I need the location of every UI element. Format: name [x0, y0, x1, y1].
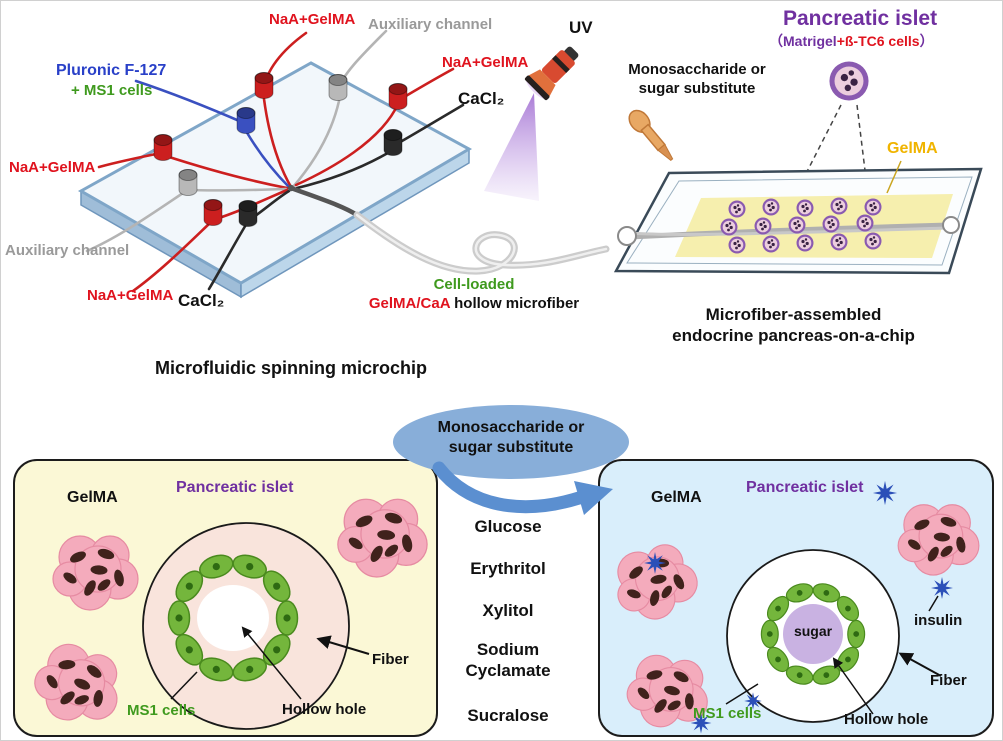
- label-cacl2-bottom: CaCl₂: [178, 291, 225, 310]
- label-insulin: insulin: [914, 612, 963, 629]
- chip-title: Microfluidic spinning microchip: [154, 358, 427, 378]
- fiber-arrow-left: [316, 635, 370, 655]
- fiber-loop-right: [942, 216, 960, 234]
- label-naa-gelma-bottom: NaA+GelMA: [87, 287, 174, 304]
- comparison-illustration: [24, 405, 980, 736]
- label-naa-gelma-right: NaA+GelMA: [442, 54, 529, 71]
- hollow-hole-arrow-left: [241, 626, 302, 700]
- islet-cluster: [897, 504, 980, 576]
- islet-cluster: [337, 498, 428, 578]
- right-fiber-cross-section: [726, 549, 900, 723]
- sugar-xylitol: Xylitol: [482, 601, 534, 620]
- ms1-pointer-left: [170, 671, 198, 700]
- port-auxiliary-1: [328, 74, 348, 101]
- sugar-glucose: Glucose: [474, 517, 542, 536]
- stimulus-arrow: [432, 461, 613, 515]
- label-ms1-cells-inlet: + MS1 cells: [71, 82, 153, 99]
- label-gelma-chip: GelMA: [887, 140, 938, 157]
- hollow-hole-arrow-right: [832, 657, 874, 715]
- dropper-icon: [628, 109, 674, 162]
- label-hollow-hole-right: Hollow hole: [844, 711, 929, 728]
- sugar-sodium-cyclamate: Sodium Cyclamate: [465, 640, 551, 681]
- uv-beam: [484, 93, 539, 201]
- port-pluronic: [236, 107, 256, 134]
- label-auxiliary-channel-left: Auxiliary channel: [5, 242, 130, 259]
- islet-cluster: [24, 635, 132, 736]
- islet-cluster: [607, 537, 705, 628]
- insulin-star: [931, 577, 953, 599]
- bubble-label: Monosaccharide or sugar substitute: [437, 419, 585, 456]
- port-cacl2-2: [238, 200, 258, 227]
- left-fiber-cross-section: [142, 522, 350, 730]
- label-hollow-hole-left: Hollow hole: [282, 701, 367, 718]
- channel-junction: [287, 184, 295, 192]
- label-naa-gelma-left: NaA+GelMA: [9, 159, 96, 176]
- label-gelma-right-panel: GelMA: [651, 489, 702, 506]
- label-monosaccharide-top: Monosaccharide or sugar substitute: [628, 61, 766, 97]
- hollow-microfiber: [353, 211, 610, 275]
- gelma-pointer-line: [886, 160, 902, 194]
- port-naa-gelma-3: [153, 134, 173, 161]
- islet-title: Pancreatic islet: [783, 7, 938, 30]
- microchip-illustration: [77, 29, 610, 299]
- sugar-core: [783, 604, 843, 664]
- pancreatic-islet-icon: [829, 61, 869, 101]
- label-cell-loaded-fiber: Cell-loaded GelMA/CaA hollow microfiber: [344, 276, 604, 314]
- label-fiber-type: GelMA/CaA hollow microfiber: [368, 294, 580, 312]
- label-auxiliary-channel-top: Auxiliary channel: [368, 16, 493, 33]
- pancreas-chip-illustration: [613, 61, 983, 275]
- label-gelma-left-panel: GelMA: [67, 489, 118, 506]
- port-cacl2-1: [383, 129, 403, 156]
- label-sugar-core: sugar: [793, 623, 833, 639]
- fiber-loop-left: [617, 226, 637, 246]
- port-naa-gelma-4: [203, 199, 223, 226]
- ms1-pointer-right: [725, 683, 759, 705]
- port-auxiliary-2: [178, 169, 198, 196]
- fiber-arrow-right: [898, 652, 942, 677]
- insulin-star: [644, 552, 666, 574]
- port-naa-gelma-2: [388, 83, 408, 110]
- label-naa-gelma-top: NaA+GelMA: [269, 11, 356, 28]
- microchannels: [161, 97, 400, 223]
- label-ms1-cells-right: MS1 cells: [693, 705, 762, 722]
- hollow-hole-left: [197, 585, 269, 651]
- port-naa-gelma-1: [254, 72, 274, 99]
- pancreas-chip-caption: Microfiber-assembled endocrine pancreas-…: [672, 305, 915, 346]
- label-ms1-cells-left: MS1 cells: [127, 702, 196, 719]
- uv-flashlight-icon: [524, 46, 579, 101]
- label-pluronic-f127: Pluronic F-127: [56, 62, 167, 79]
- label-cacl2-right: CaCl₂: [458, 89, 505, 108]
- insulin-pointer: [928, 595, 939, 612]
- label-pancreatic-islet-right: Pancreatic islet: [746, 479, 864, 496]
- label-cell-loaded: Cell-loaded: [433, 276, 515, 293]
- label-fiber-left: Fiber: [372, 651, 409, 668]
- islet-subtitle: （Matrigel+ß-TC6 cells）: [769, 33, 934, 49]
- sugar-erythritol: Erythritol: [470, 559, 546, 578]
- stimulus-bubble: [393, 405, 629, 479]
- insulin-star: [872, 480, 898, 506]
- label-fiber-right: Fiber: [930, 672, 967, 689]
- islet-cluster: [52, 535, 139, 611]
- sugar-sucralose: Sucralose: [467, 706, 549, 725]
- label-uv: UV: [569, 18, 593, 37]
- label-pancreatic-islet-left: Pancreatic islet: [176, 479, 294, 496]
